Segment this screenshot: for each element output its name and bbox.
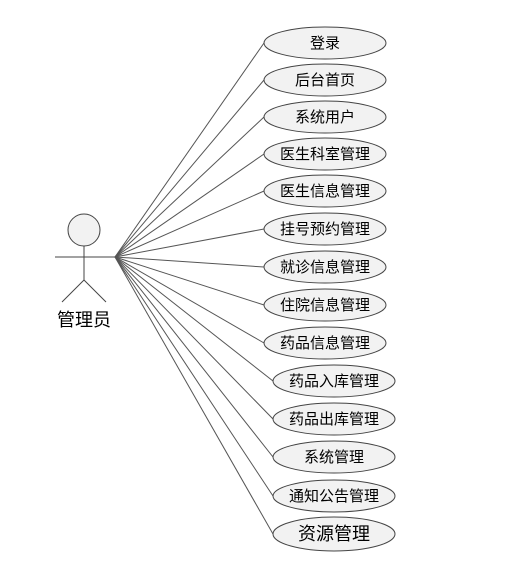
use-case-label: 系统用户 [295, 108, 355, 126]
use-case-ellipse [263, 174, 387, 208]
use-case-ellipse [263, 137, 387, 171]
actor-left-leg [61, 279, 85, 303]
use-case-drug-stock-out-mgmt: 药品出库管理 [272, 402, 396, 436]
use-case-label: 系统管理 [304, 448, 364, 466]
use-case-notice-mgmt: 通知公告管理 [272, 479, 396, 513]
use-case-doctor-info-mgmt: 医生信息管理 [263, 174, 387, 208]
association-line-department-mgmt [114, 153, 265, 258]
use-case-label: 登录 [310, 34, 340, 52]
use-case-resource-mgmt: 资源管理 [272, 516, 396, 552]
association-line-system-users [114, 116, 265, 258]
use-case-ellipse [272, 516, 396, 552]
association-lines [114, 42, 274, 535]
use-case-label: 药品信息管理 [280, 334, 370, 352]
actor: 管理员 [55, 213, 115, 331]
use-case-ellipse [263, 100, 387, 134]
association-line-inpatient-info-mgmt [114, 256, 265, 306]
use-case-label: 资源管理 [298, 524, 370, 545]
use-case-ellipse [263, 63, 387, 97]
association-line-resource-mgmt [114, 256, 274, 535]
use-case-list: 登录后台首页系统用户医生科室管理医生信息管理挂号预约管理就诊信息管理住院信息管理… [263, 26, 396, 552]
association-line-drug-stock-in-mgmt [114, 256, 274, 382]
association-line-admin-home [114, 79, 265, 258]
actor-right-leg [83, 279, 107, 303]
use-case-label: 药品出库管理 [289, 410, 379, 428]
use-case-label: 药品入库管理 [289, 372, 379, 390]
use-case-ellipse [263, 26, 387, 60]
use-case-inpatient-info-mgmt: 住院信息管理 [263, 288, 387, 322]
use-case-label: 住院信息管理 [280, 296, 370, 314]
use-case-ellipse [272, 402, 396, 436]
use-case-appointment-mgmt: 挂号预约管理 [263, 212, 387, 246]
association-line-drug-stock-out-mgmt [114, 256, 274, 420]
use-case-drug-stock-in-mgmt: 药品入库管理 [272, 364, 396, 398]
use-case-label: 挂号预约管理 [280, 220, 370, 238]
use-case-label: 通知公告管理 [289, 487, 379, 505]
use-case-ellipse [263, 250, 387, 284]
association-line-appointment-mgmt [114, 228, 265, 258]
use-case-label: 医生科室管理 [280, 145, 370, 163]
use-case-ellipse [263, 288, 387, 322]
association-line-system-mgmt [114, 256, 274, 458]
association-line-login [114, 42, 265, 258]
association-line-visit-info-mgmt [114, 256, 265, 268]
use-case-department-mgmt: 医生科室管理 [263, 137, 387, 171]
use-case-login: 登录 [263, 26, 387, 60]
association-line-drug-info-mgmt [114, 256, 265, 344]
use-case-label: 医生信息管理 [280, 182, 370, 200]
use-case-label: 后台首页 [295, 71, 355, 89]
actor-label: 管理员 [57, 310, 111, 331]
use-case-system-users: 系统用户 [263, 100, 387, 134]
actor-head [67, 213, 101, 247]
use-case-system-mgmt: 系统管理 [272, 440, 396, 474]
association-line-notice-mgmt [114, 256, 274, 497]
use-case-ellipse [263, 326, 387, 360]
use-case-ellipse [272, 364, 396, 398]
use-case-admin-home: 后台首页 [263, 63, 387, 97]
use-case-visit-info-mgmt: 就诊信息管理 [263, 250, 387, 284]
use-case-ellipse [272, 440, 396, 474]
use-case-drug-info-mgmt: 药品信息管理 [263, 326, 387, 360]
use-case-ellipse [263, 212, 387, 246]
association-line-doctor-info-mgmt [114, 190, 265, 258]
use-case-ellipse [272, 479, 396, 513]
use-case-label: 就诊信息管理 [280, 258, 370, 276]
